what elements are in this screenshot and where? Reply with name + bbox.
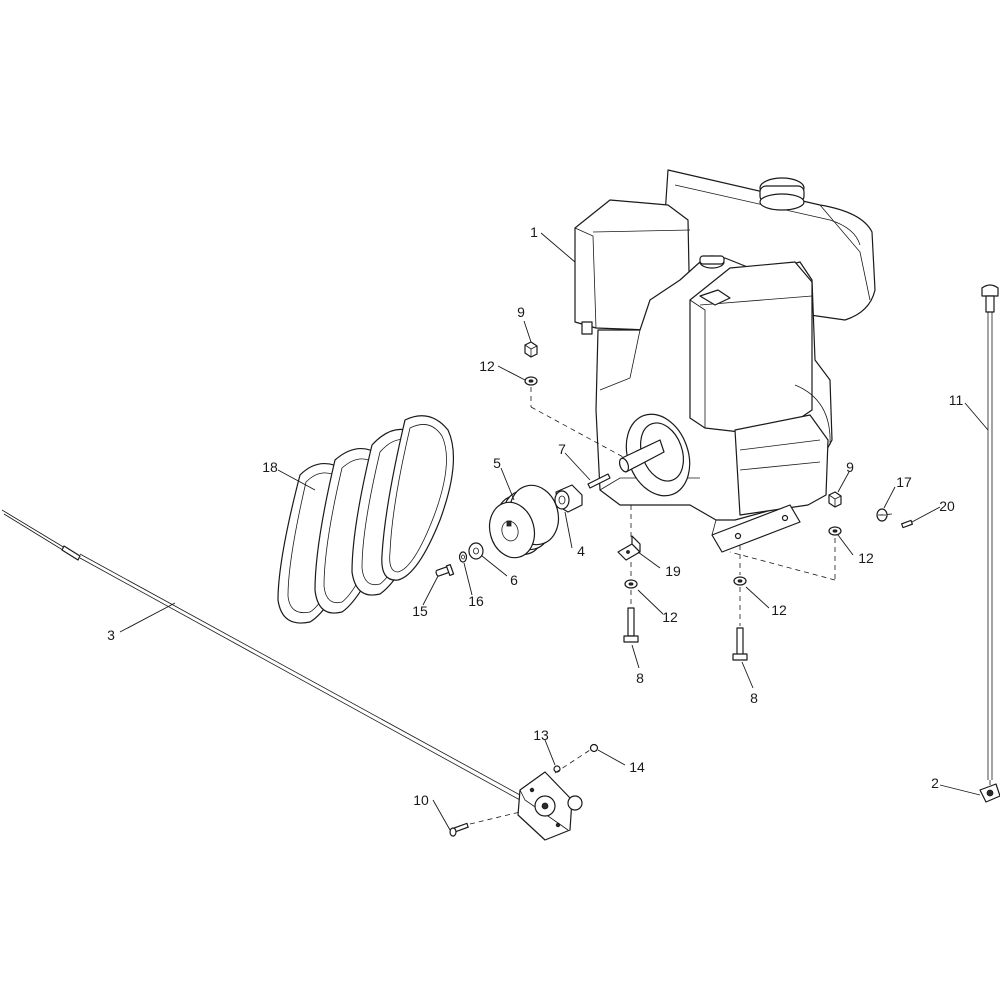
bolt-part-15 — [435, 564, 455, 577]
callout-16: 16 — [468, 593, 484, 609]
lock-washer-part-16 — [458, 551, 468, 563]
screw-part-20 — [901, 519, 913, 529]
callout-12b: 12 — [858, 550, 874, 566]
bolt-part-8-left — [623, 607, 639, 643]
callout-7: 7 — [558, 441, 566, 457]
callout-13: 13 — [533, 727, 549, 743]
callout-14: 14 — [629, 759, 645, 775]
pulley-part-5 — [488, 484, 560, 559]
leader-lines — [119, 232, 989, 831]
screw-part-10 — [449, 822, 469, 837]
callout-12c: 12 — [662, 609, 678, 625]
callout-12a: 12 — [479, 358, 495, 374]
key-part-7 — [587, 473, 611, 489]
callout-2: 2 — [931, 775, 939, 791]
callout-labels: 1 2 3 4 5 6 7 8 8 9 9 10 11 12 12 12 12 … — [107, 224, 963, 808]
callout-9b: 9 — [846, 459, 854, 475]
washer-part-12-right — [828, 526, 842, 536]
rod-part-11 — [981, 284, 999, 780]
bolt-part-8-right — [732, 627, 748, 661]
bracket-part-19 — [617, 535, 641, 561]
callout-8a: 8 — [636, 670, 644, 686]
callout-12d: 12 — [771, 602, 787, 618]
belts-part-18 — [277, 415, 455, 624]
bushing-part-4 — [554, 484, 583, 513]
callout-6: 6 — [510, 572, 518, 588]
washer-part-12-mid — [624, 579, 638, 589]
nut-part-14 — [589, 743, 599, 753]
callout-4: 4 — [577, 543, 585, 559]
engine-part-1 — [574, 169, 876, 553]
callout-17: 17 — [896, 474, 912, 490]
callout-15: 15 — [412, 603, 428, 619]
cable-part-3 — [1, 509, 521, 801]
assembly-lines — [469, 387, 991, 825]
washer-part-12-base — [733, 576, 747, 586]
callout-8b: 8 — [750, 690, 758, 706]
control-plate — [517, 771, 583, 841]
callout-10: 10 — [413, 792, 429, 808]
clip-part-2 — [979, 783, 1000, 803]
callout-18: 18 — [262, 459, 278, 475]
callout-3: 3 — [107, 627, 115, 643]
callout-1: 1 — [530, 224, 538, 240]
nut-part-13 — [553, 765, 561, 773]
nut-part-9-left — [524, 341, 538, 358]
washer-part-6 — [468, 542, 484, 560]
callout-9a: 9 — [517, 304, 525, 320]
callout-11: 11 — [949, 392, 964, 408]
callout-20: 20 — [939, 498, 955, 514]
washer-part-12-top — [524, 376, 538, 386]
callout-5: 5 — [493, 455, 501, 471]
callout-19: 19 — [665, 563, 681, 579]
nut-part-9-right — [828, 491, 842, 508]
